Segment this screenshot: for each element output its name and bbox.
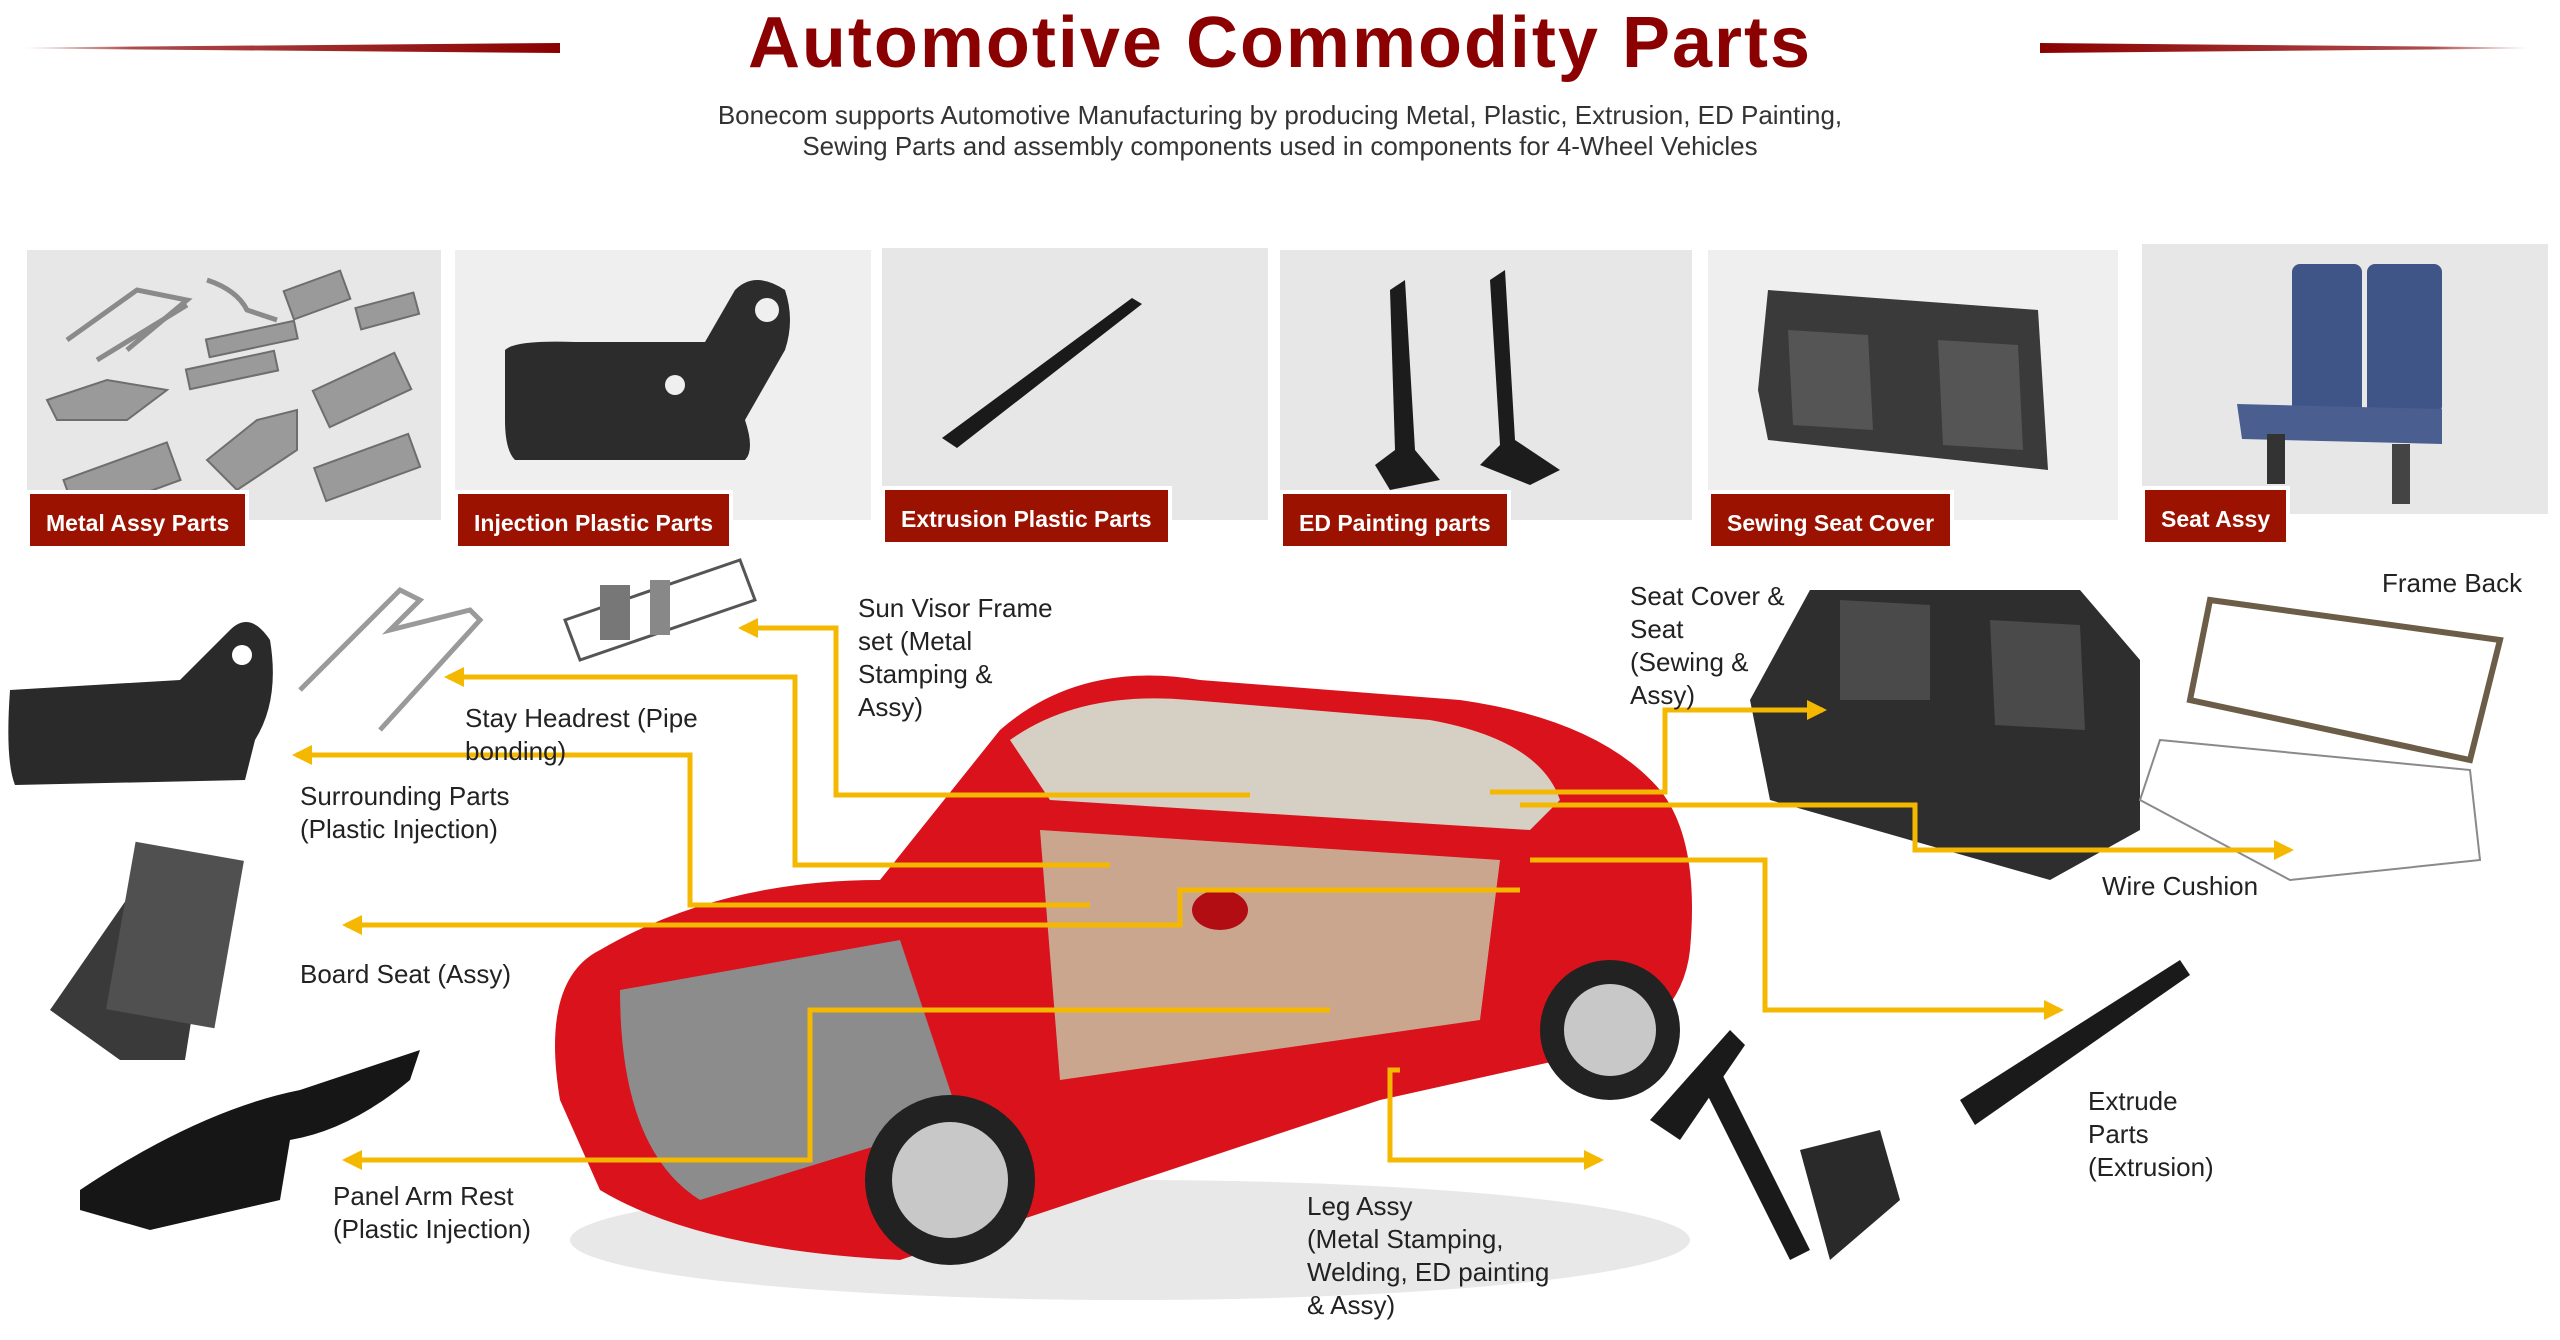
sun-visor-frame-image (563, 558, 757, 662)
subtitle-line-1: Bonecom supports Automotive Manufacturin… (717, 100, 1843, 130)
arrowhead-icon (292, 745, 312, 765)
callout-line: bonding) (465, 736, 567, 766)
callout-line: Panel Arm Rest (333, 1181, 514, 1211)
callout-line: Welding, ED painting (1307, 1257, 1550, 1287)
callout-line: Assy) (1630, 680, 1695, 710)
arrow-leg-assy (1387, 1067, 1600, 1163)
frame-back-image (2186, 596, 2504, 764)
arrowhead-icon (342, 1150, 362, 1170)
callout-line: Surrounding Parts (300, 781, 510, 811)
ed-painting-image (1375, 270, 1560, 490)
surrounding-part-image (8, 622, 273, 785)
arrowheads (292, 618, 2294, 1170)
arrow-wire-cushion (1520, 802, 2290, 853)
rear-seat-image (1750, 590, 2140, 880)
arrow-board-seat (346, 887, 1520, 928)
callout-sun-visor: Sun Visor Frame set (Metal Stamping & As… (858, 592, 1053, 724)
callout-line: Seat Cover & (1630, 581, 1785, 611)
connector-lines (296, 625, 2290, 1163)
callout-line: Stamping & (858, 659, 993, 689)
callout-line: Board Seat (Assy) (300, 959, 511, 989)
category-tile-seat-assy (2142, 244, 2548, 514)
page-title: Automotive Commodity Parts (747, 3, 1813, 83)
callout-extrude-parts: Extrude Parts (Extrusion) (2088, 1085, 2214, 1184)
title-rule-right (2040, 43, 2530, 53)
callout-line: Stay Headrest (Pipe (465, 703, 698, 733)
board-seat-image (50, 841, 244, 1060)
callout-line: set (Metal (858, 626, 973, 656)
arrow-stay-headrest (448, 674, 1110, 868)
category-label-ed-painting: ED Painting parts (1280, 491, 1510, 549)
arrowhead-icon (2044, 1000, 2064, 1020)
page-subtitle: Bonecom supports Automotive Manufacturin… (0, 100, 2560, 162)
arrow-panel-arm-rest (346, 1007, 1330, 1163)
callout-line: (Plastic Injection) (300, 814, 498, 844)
callout-panel-arm-rest: Panel Arm Rest (Plastic Injection) (333, 1180, 531, 1246)
arrow-extrude (1530, 857, 2060, 1013)
category-label-extrusion: Extrusion Plastic Parts (882, 487, 1171, 545)
arrowhead-icon (1584, 1150, 1604, 1170)
category-label-sewing: Sewing Seat Cover (1708, 491, 1954, 549)
callout-line: (Sewing & (1630, 647, 1749, 677)
callout-stay-headrest: Stay Headrest (Pipe bonding) (465, 702, 698, 768)
arrowhead-icon (342, 915, 362, 935)
callout-line: Extrude (2088, 1086, 2178, 1116)
category-tile-injection (455, 250, 871, 520)
category-tile-extrusion (882, 248, 1268, 520)
category-tile-metal (27, 250, 441, 520)
arrowhead-icon (1807, 700, 1827, 720)
metal-parts-image (45, 269, 422, 519)
extrusion-plastic-image (942, 298, 1142, 448)
category-label-seat-assy: Seat Assy (2142, 487, 2290, 545)
title-rule-left (24, 43, 560, 53)
arrow-sun-visor (742, 625, 1250, 798)
callout-line: (Extrusion) (2088, 1152, 2214, 1182)
arrowhead-icon (444, 667, 464, 687)
injection-plastic-image (505, 280, 790, 460)
subtitle-line-2: Sewing Parts and assembly components use… (802, 131, 1758, 161)
callout-line: Leg Assy (1307, 1191, 1413, 1221)
extrude-part-image (1960, 960, 2190, 1125)
category-tile-ed-painting (1280, 250, 1692, 520)
seat-cover-image (1758, 290, 2048, 470)
callout-board-seat: Board Seat (Assy) (300, 958, 511, 991)
arrow-surrounding (296, 752, 1090, 908)
callout-leg-assy: Leg Assy (Metal Stamping, Welding, ED pa… (1307, 1190, 1549, 1322)
callout-line: Wire Cushion (2102, 871, 2259, 901)
callout-line: (Plastic Injection) (333, 1214, 531, 1244)
callout-surrounding-parts: Surrounding Parts (Plastic Injection) (300, 780, 510, 846)
category-label-injection: Injection Plastic Parts (455, 491, 733, 549)
leg-assy-image (1650, 1030, 1900, 1260)
callout-frame-back: Frame Back (2382, 567, 2522, 600)
callout-line: Sun Visor Frame (858, 593, 1053, 623)
callout-wire-cushion: Wire Cushion (2102, 870, 2258, 903)
stay-headrest-image (298, 586, 484, 732)
callout-line: Seat (1630, 614, 1684, 644)
arrowhead-icon (2274, 840, 2294, 860)
callout-line: (Metal Stamping, (1307, 1224, 1504, 1254)
callout-line: Assy) (858, 692, 923, 722)
callout-seat-cover: Seat Cover & Seat (Sewing & Assy) (1630, 580, 1785, 712)
panel-arm-rest-image (80, 1050, 420, 1230)
arrowhead-icon (738, 618, 758, 638)
callout-line: & Assy) (1307, 1290, 1396, 1320)
wire-cushion-image (2138, 738, 2482, 882)
category-tile-sewing (1708, 250, 2118, 520)
callout-line: Frame Back (2382, 568, 2523, 598)
category-label-metal: Metal Assy Parts (27, 491, 249, 549)
arrow-seat-cover (1490, 707, 1823, 795)
callout-line: Parts (2088, 1119, 2149, 1149)
seat-assy-image (2237, 264, 2442, 504)
